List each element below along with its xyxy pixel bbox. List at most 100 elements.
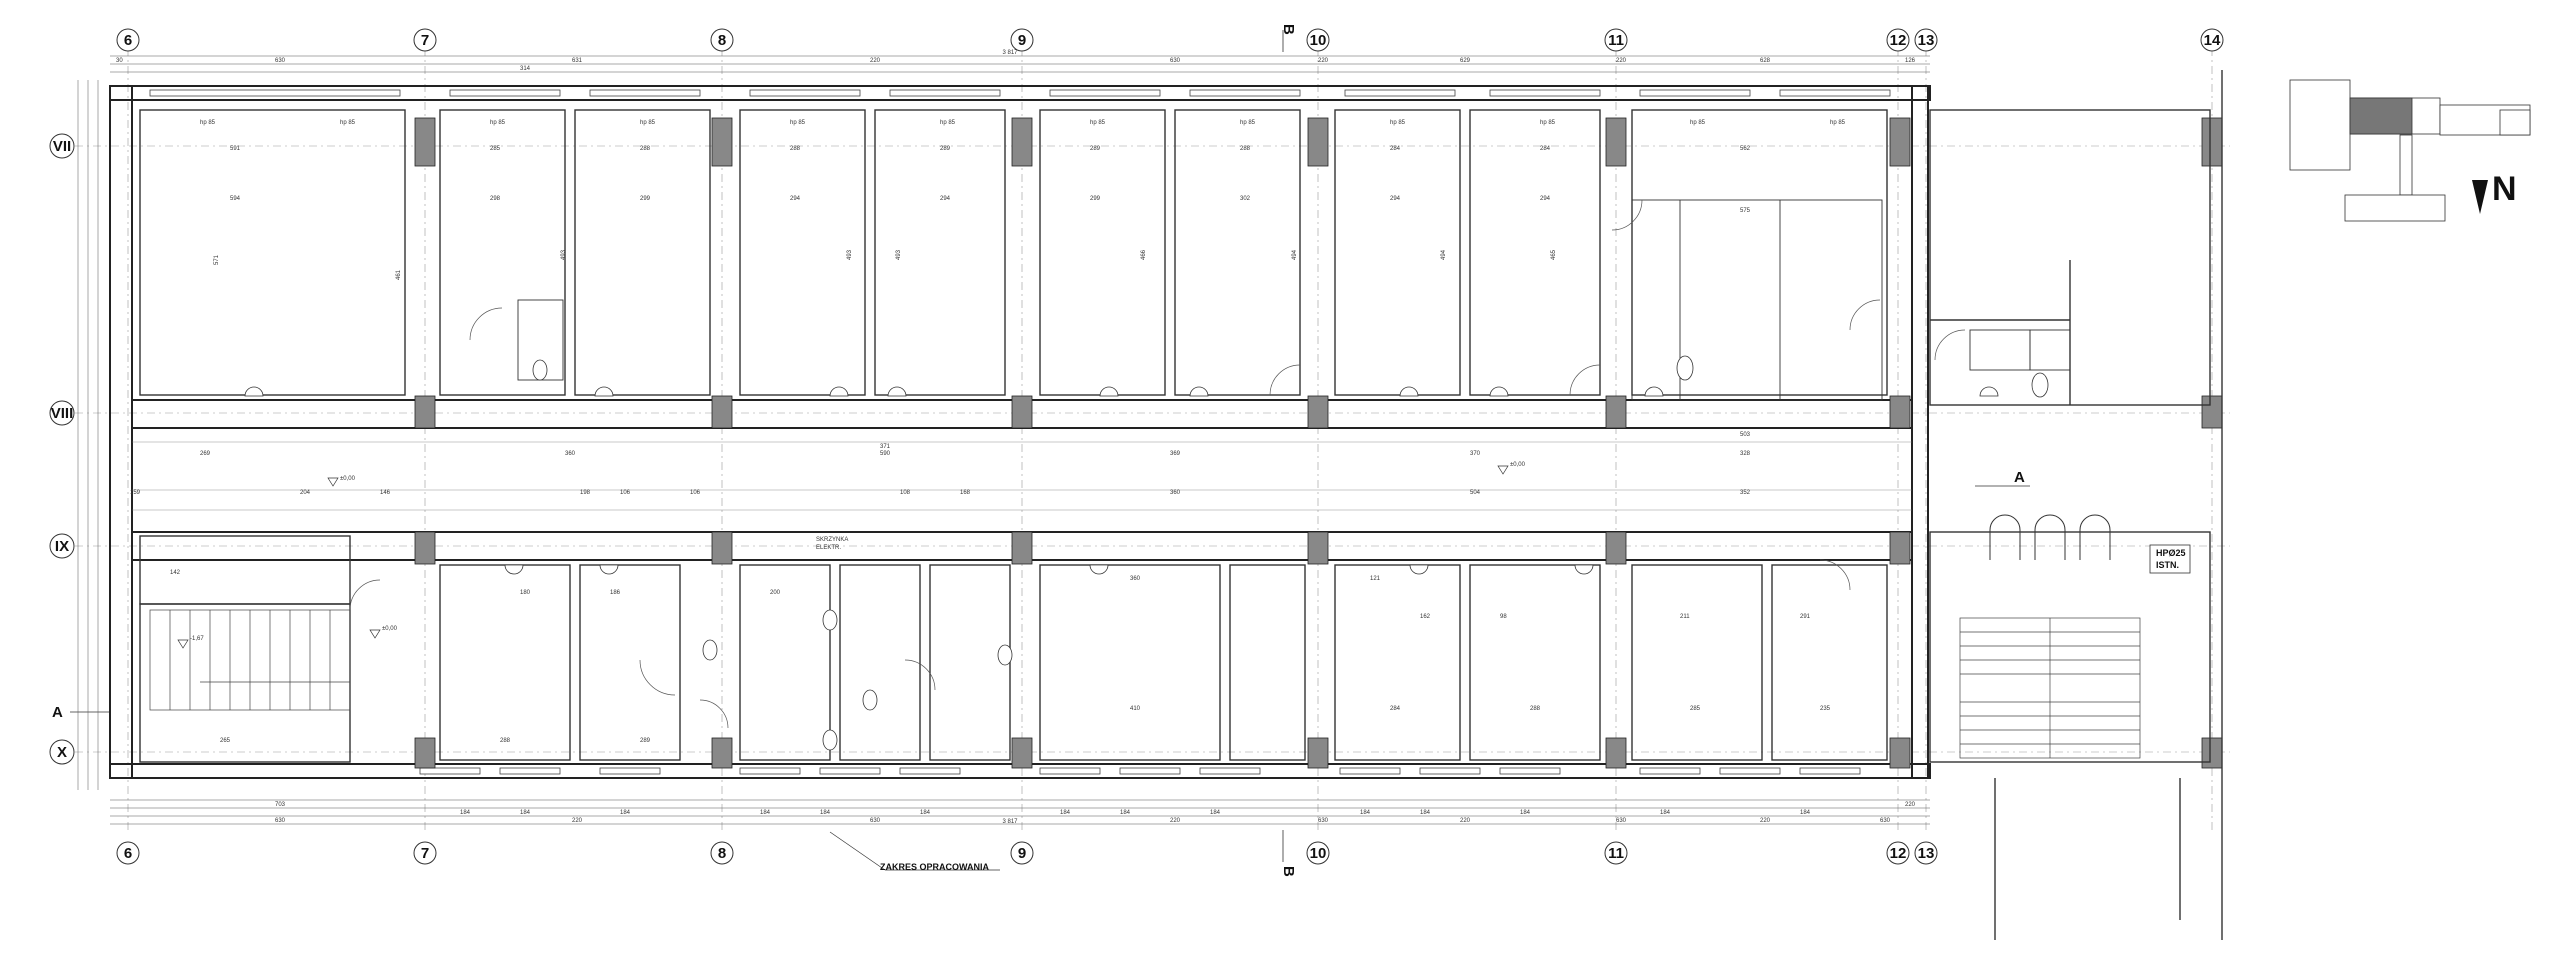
- door-swings-north: [469, 199, 1966, 396]
- toilet-icon: [2031, 372, 2049, 398]
- svg-text:184: 184: [1360, 810, 1371, 816]
- svg-text:7: 7: [421, 32, 429, 49]
- toilet-icon: [997, 644, 1013, 666]
- svg-text:IX: IX: [55, 538, 69, 555]
- sink-icons-north: [244, 355, 2049, 398]
- dimension-chain-top: [110, 55, 1930, 73]
- svg-text:ELEKTR.: ELEKTR.: [816, 545, 841, 551]
- building-walls: [109, 85, 1931, 779]
- svg-text:289: 289: [640, 738, 651, 744]
- svg-text:284: 284: [1540, 146, 1551, 152]
- grid-marker-6: 6: [116, 28, 140, 52]
- partitions-south: [139, 535, 1888, 763]
- windows-south: [419, 767, 1861, 775]
- grid-marker-13: 13: [1914, 28, 1938, 52]
- svg-text:±0,00: ±0,00: [382, 626, 398, 632]
- svg-text:30: 30: [116, 58, 123, 64]
- svg-text:504: 504: [1470, 490, 1481, 496]
- sink-icon: [1099, 386, 1119, 397]
- svg-text:465: 465: [1551, 249, 1557, 260]
- grid-marker-8: 8: [710, 28, 734, 52]
- svg-text:211: 211: [1680, 614, 1690, 620]
- svg-text:235: 235: [1820, 706, 1831, 712]
- svg-text:14: 14: [2204, 32, 2221, 49]
- svg-text:294: 294: [790, 196, 801, 202]
- svg-text:184: 184: [520, 810, 531, 816]
- elevation-marks: ±0,00 ±0,00 -1,67 ±0,00: [177, 462, 1526, 649]
- sink-icon: [1644, 386, 1664, 397]
- grid-marker-10-bottom: 10: [1306, 841, 1330, 865]
- svg-text:493: 493: [896, 249, 902, 260]
- svg-text:269: 269: [200, 451, 211, 457]
- east-wing: [1929, 70, 2223, 940]
- svg-text:493: 493: [561, 249, 567, 260]
- grid-marker-10: 10: [1306, 28, 1330, 52]
- svg-text:328: 328: [1740, 451, 1751, 457]
- svg-text:630: 630: [1170, 58, 1181, 64]
- svg-text:284: 284: [1390, 706, 1401, 712]
- svg-text:11: 11: [1608, 845, 1624, 862]
- svg-text:SKRZYNKA: SKRZYNKA: [816, 537, 848, 543]
- svg-text:184: 184: [1520, 810, 1531, 816]
- grid-axis-lines: [75, 48, 2230, 830]
- grid-marker-11-bottom: 11: [1604, 841, 1628, 865]
- svg-text:121: 121: [1370, 576, 1381, 582]
- svg-text:575: 575: [1740, 208, 1751, 214]
- svg-text:289: 289: [940, 146, 951, 152]
- svg-text:ZAKRES OPRACOWANIA: ZAKRES OPRACOWANIA: [880, 862, 990, 872]
- svg-text:410: 410: [1130, 706, 1141, 712]
- svg-text:8: 8: [718, 32, 726, 49]
- svg-text:11: 11: [1608, 32, 1624, 49]
- svg-text:630: 630: [1318, 818, 1329, 824]
- toilet-icon: [1676, 355, 1694, 381]
- section-mark-b-bottom: B: [1280, 866, 1297, 877]
- staircase-west: [149, 609, 351, 711]
- svg-text:hp 85: hp 85: [1690, 120, 1706, 126]
- svg-text:703: 703: [275, 802, 286, 808]
- grid-marker-9-bottom: 9: [1010, 841, 1034, 865]
- svg-text:184: 184: [620, 810, 631, 816]
- scope-annotation: ZAKRES OPRACOWANIA: [829, 831, 1000, 872]
- dimension-chain-left: [77, 80, 99, 790]
- grid-labels-top: 6 7 8 9 10 11 12 13 14: [116, 28, 2224, 52]
- svg-text:±0,00: ±0,00: [1510, 462, 1526, 468]
- grid-marker-12-bottom: 12: [1886, 841, 1910, 865]
- grid-labels-bottom: 6 7 8 9 10 11 12 13: [116, 841, 1938, 865]
- svg-text:288: 288: [1530, 706, 1541, 712]
- key-plan: [2289, 79, 2531, 222]
- svg-text:hp 85: hp 85: [790, 120, 806, 126]
- svg-text:220: 220: [1170, 818, 1181, 824]
- sink-icon: [1189, 386, 1209, 397]
- svg-text:630: 630: [870, 818, 881, 824]
- sink-icon: [1489, 386, 1509, 397]
- north-arrow: N: [2472, 170, 2517, 214]
- svg-text:494: 494: [1292, 249, 1298, 260]
- svg-text:204: 204: [300, 490, 311, 496]
- svg-text:220: 220: [1760, 818, 1771, 824]
- svg-text:630: 630: [1880, 818, 1891, 824]
- svg-text:ISTN.: ISTN.: [2156, 560, 2179, 570]
- svg-text:360: 360: [1170, 490, 1181, 496]
- top-dims: 30 630 314 631 220 630 220 629 220 628 1…: [116, 58, 1916, 72]
- corridor-dims: 269 360 590 371 369 370 328 503 159 204 …: [130, 432, 1751, 496]
- svg-text:220: 220: [572, 818, 583, 824]
- toilet-icon: [862, 689, 878, 711]
- sink-icon: [887, 386, 907, 397]
- bathroom-fixtures: [517, 199, 2071, 401]
- svg-text:466: 466: [1141, 249, 1147, 260]
- sink-icon: [504, 564, 524, 575]
- svg-text:8: 8: [718, 845, 726, 862]
- svg-text:106: 106: [620, 490, 631, 496]
- svg-text:200: 200: [770, 590, 781, 596]
- svg-text:184: 184: [1660, 810, 1671, 816]
- svg-text:285: 285: [1690, 706, 1701, 712]
- sink-icon: [1399, 386, 1419, 397]
- svg-text:hp 85: hp 85: [1830, 120, 1846, 126]
- svg-text:7: 7: [421, 845, 429, 862]
- svg-text:291: 291: [1800, 614, 1811, 620]
- svg-text:6: 6: [124, 32, 132, 49]
- svg-text:hp 85: hp 85: [640, 120, 656, 126]
- arched-openings: [1989, 514, 2111, 560]
- section-mark-a-left: A: [52, 704, 63, 721]
